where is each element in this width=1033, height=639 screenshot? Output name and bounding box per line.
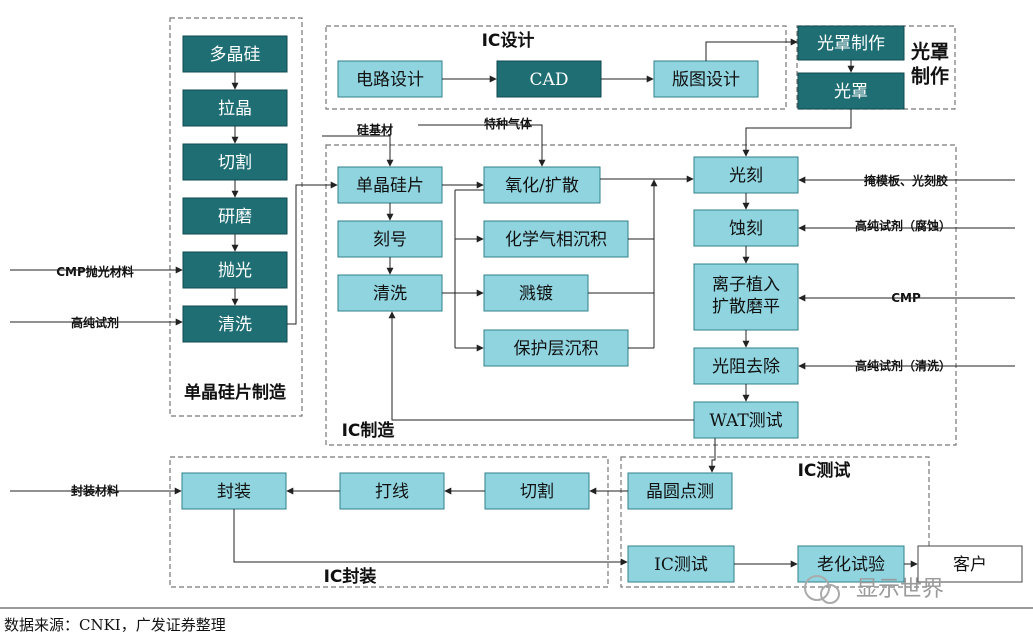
box-polishing: 抛光 xyxy=(182,251,288,289)
svg-text:化学气相沉积: 化学气相沉积 xyxy=(505,230,607,250)
group-title-ic-mfg: IC制造 xyxy=(342,420,396,441)
svg-text:IC测试: IC测试 xyxy=(654,555,708,575)
box-wafer-clean: 清洗 xyxy=(182,305,288,343)
svg-text:老化试验: 老化试验 xyxy=(817,555,885,575)
svg-text:抛光: 抛光 xyxy=(218,261,252,281)
box-mask-make: 光罩制作 xyxy=(797,25,905,61)
group-ic-pack xyxy=(169,456,609,588)
box-etching: 蚀刻 xyxy=(693,209,799,247)
group-ic-design xyxy=(325,25,787,110)
box-oxidation: 氧化/扩散 xyxy=(483,166,601,204)
svg-text:打线: 打线 xyxy=(375,482,409,502)
svg-text:CAD: CAD xyxy=(530,70,569,90)
box-cvd: 化学气相沉积 xyxy=(483,220,629,258)
group-title-ic-design: IC设计 xyxy=(482,30,535,51)
svg-text:光罩: 光罩 xyxy=(834,82,868,102)
box-layout-design: 版图设计 xyxy=(653,60,759,98)
svg-text:电路设计: 电路设计 xyxy=(356,70,424,90)
source-note: 数据来源：CNKI，广发证券整理 xyxy=(4,616,226,634)
input-silicon-substrate: 硅基材 xyxy=(357,122,393,137)
svg-text:保护层沉积: 保护层沉积 xyxy=(514,339,599,359)
box-mask: 光罩 xyxy=(797,72,905,110)
input-cmp-polish: CMP抛光材料 xyxy=(56,264,134,279)
svg-text:清洗: 清洗 xyxy=(218,315,252,335)
svg-text:WAT测试: WAT测试 xyxy=(709,411,782,431)
box-wafer-probe: 晶圆点测 xyxy=(627,472,733,510)
group-title-ic-test: IC测试 xyxy=(798,460,851,481)
box-polysilicon: 多晶硅 xyxy=(182,35,288,73)
connectors xyxy=(10,38,1015,568)
svg-text:氧化/扩散: 氧化/扩散 xyxy=(505,176,579,196)
input-hp-etch: 高纯试剂（腐蚀） xyxy=(855,218,951,233)
watermark-text: 显示世界 xyxy=(856,577,944,602)
watermark: 显示世界 xyxy=(804,575,944,604)
svg-text:拉晶: 拉晶 xyxy=(218,99,252,119)
box-slicing: 切割 xyxy=(182,143,288,181)
svg-text:版图设计: 版图设计 xyxy=(672,70,740,90)
box-cad: CAD xyxy=(496,60,602,98)
wechat-icon xyxy=(804,575,830,601)
wechat-icon-inner xyxy=(820,584,840,604)
input-special-gas: 特种气体 xyxy=(484,116,533,131)
group-title-wafer: 单晶硅片制造 xyxy=(184,382,287,403)
svg-text:蚀刻: 蚀刻 xyxy=(729,219,763,239)
box-wire-bond: 打线 xyxy=(339,472,445,510)
svg-text:研磨: 研磨 xyxy=(218,207,252,227)
box-marking: 刻号 xyxy=(337,220,443,258)
svg-text:切割: 切割 xyxy=(520,482,554,502)
svg-text:光罩制作: 光罩制作 xyxy=(817,34,885,54)
group-ic-test xyxy=(620,456,930,588)
svg-text:光刻: 光刻 xyxy=(729,166,763,186)
svg-text:光阻去除: 光阻去除 xyxy=(712,357,780,377)
box-wat: WAT测试 xyxy=(693,401,799,439)
svg-text:清洗: 清洗 xyxy=(373,284,407,304)
box-encapsulation: 封装 xyxy=(181,472,287,510)
box-clean: 清洗 xyxy=(337,274,443,312)
svg-text:切割: 切割 xyxy=(218,153,252,173)
group-title-ic-pack: IC封装 xyxy=(324,566,377,587)
box-crystal-pull: 拉晶 xyxy=(182,89,288,127)
box-sputter: 溅镀 xyxy=(483,274,589,312)
svg-text:多晶硅: 多晶硅 xyxy=(210,45,261,65)
svg-text:离子植入扩散磨平: 离子植入扩散磨平 xyxy=(712,275,780,317)
svg-text:封装: 封装 xyxy=(217,482,251,502)
group-wafer-mfg xyxy=(169,17,303,417)
box-customer: 客户 xyxy=(917,545,1023,583)
box-dicing: 切割 xyxy=(484,472,590,510)
box-ion-implant: 离子植入扩散磨平 xyxy=(693,263,799,331)
svg-text:刻号: 刻号 xyxy=(373,230,407,250)
box-single-wafer: 单晶硅片 xyxy=(337,166,443,204)
svg-text:晶圆点测: 晶圆点测 xyxy=(646,482,714,502)
box-resist-strip: 光阻去除 xyxy=(693,347,799,385)
svg-text:客户: 客户 xyxy=(953,555,987,575)
svg-text:单晶硅片: 单晶硅片 xyxy=(356,176,424,196)
group-ic-mfg xyxy=(325,144,957,446)
box-circuit-design: 电路设计 xyxy=(337,60,443,98)
svg-text:溅镀: 溅镀 xyxy=(519,284,553,304)
group-title-photomask: 光罩制作 xyxy=(910,40,949,88)
box-ic-test: IC测试 xyxy=(627,545,735,583)
box-passivation: 保护层沉积 xyxy=(483,329,629,367)
box-grinding: 研磨 xyxy=(182,197,288,235)
box-lithography: 光刻 xyxy=(693,156,799,194)
